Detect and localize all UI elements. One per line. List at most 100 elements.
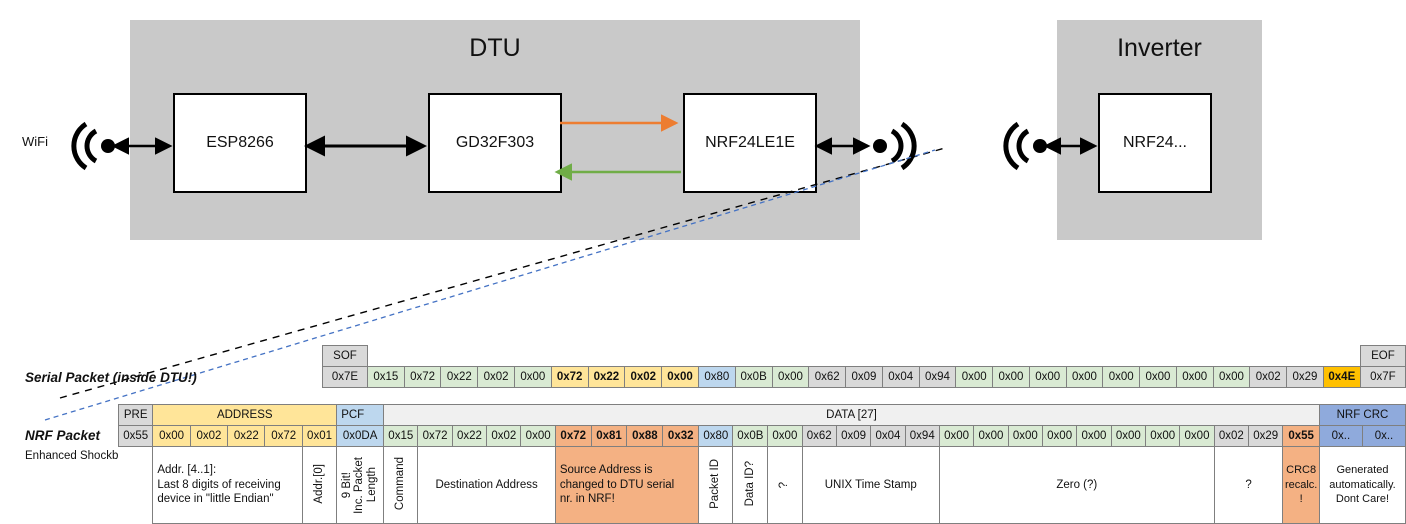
serial-data-byte: 0x00 [992, 366, 1030, 388]
serial-data-byte: 0x00 [771, 366, 810, 388]
nrf-address-byte: 0x01 [301, 425, 338, 447]
desc-unknown-short-label: ? [778, 481, 791, 488]
serial-header-spacer [367, 345, 1361, 367]
desc-address-note-l2: Last 8 digits of receiving [157, 478, 281, 491]
desc-command: Command [383, 446, 419, 524]
nrf-data-header: DATA [27] [383, 404, 1320, 426]
desc-source-note-l1: Source Address is [559, 463, 653, 476]
nrf-packet-header-row: PRE ADDRESS PCF DATA [27] NRF CRC [117, 404, 1406, 426]
nrf-data-byte: 0x00 [1041, 425, 1078, 447]
serial-data-byte: 0x4E [1322, 366, 1361, 388]
nrf-packet-value-row: 0x55 0x00 0x02 0x22 0x72 0x01 0x0DA 0x15… [117, 425, 1406, 447]
chip-nrf24le1e-label: NRF24LE1E [705, 134, 795, 151]
desc-destination-address-label: Destination Address [435, 479, 538, 491]
wifi-label: WiFi [22, 134, 48, 149]
nrf-data-byte: 0x62 [801, 425, 837, 447]
serial-data-byte: 0x00 [955, 366, 994, 388]
nrf-data-byte: 0x15 [383, 425, 419, 447]
nrf-data-byte: 0x02 [1213, 425, 1250, 447]
serial-data-byte: 0x02 [624, 366, 663, 388]
desc-address-note-l3: device in "little Endian" [157, 493, 274, 506]
nrf-data-byte: 0x00 [938, 425, 975, 447]
serial-packet-row-label: Serial Packet (inside DTU!) [25, 370, 197, 385]
nrf-data-byte: 0x02 [486, 425, 522, 447]
desc-address-note: Addr. [4..1]: Last 8 digits of receiving… [152, 446, 303, 524]
desc-crc8: CRC8 recalc. ! [1282, 446, 1320, 524]
chip-nrf24: NRF24... [1098, 93, 1212, 193]
nrf-data-byte: 0x00 [1144, 425, 1181, 447]
wifi-antenna-dot [101, 139, 115, 153]
serial-data-byte: 0x22 [587, 366, 626, 388]
chip-gd32f303: GD32F303 [428, 93, 562, 193]
serial-data-byte: 0x72 [550, 366, 589, 388]
inverter-title: Inverter [1117, 34, 1202, 62]
inverter-enclosure: Inverter [1057, 20, 1262, 240]
serial-data-byte: 0x09 [845, 366, 883, 388]
serial-data-byte: 0x29 [1286, 366, 1324, 388]
nrf-crc-header: NRF CRC [1318, 404, 1406, 426]
nrf-data-byte: 0x94 [904, 425, 940, 447]
desc-crc8-l3: ! [1299, 493, 1303, 506]
serial-data-byte: 0x94 [918, 366, 957, 388]
serial-sof-header: SOF [322, 345, 368, 367]
desc-pcf-l2: Inc. Packet [353, 456, 366, 514]
nrf-data-byte: 0x00 [1179, 425, 1215, 447]
nrf-address-byte: 0x22 [227, 425, 266, 447]
desc-unix-time-stamp: UNIX Time Stamp [801, 446, 940, 524]
nrf-packet-table: PRE ADDRESS PCF DATA [27] NRF CRC 0x55 0… [117, 404, 1406, 524]
desc-nrf-crc-l2: automatically. [1329, 478, 1396, 491]
desc-pcf-l3: Length [365, 467, 378, 503]
serial-data-byte: 0x02 [1249, 366, 1288, 388]
nrf-data-byte: 0x81 [590, 425, 628, 447]
nrf-crc-byte: 0x.. [1318, 425, 1363, 447]
serial-data-byte: 0x80 [697, 366, 736, 388]
serial-data-byte: 0x00 [1065, 366, 1104, 388]
nrf-packet-row-label: NRF Packet [25, 428, 101, 443]
desc-unix-time-stamp-label: UNIX Time Stamp [824, 479, 917, 491]
serial-data-byte: 0x00 [1102, 366, 1141, 388]
desc-pcf-l1: 9 Bit! [340, 471, 353, 499]
desc-nrf-crc: Generated automatically. Dont Care! [1318, 446, 1406, 524]
nrf-address-byte: 0x02 [189, 425, 229, 447]
desc-data-id-label: Data ID? [743, 460, 756, 507]
nrf-data-byte: 0x00 [973, 425, 1009, 447]
nrf-data-byte: 0x0B [732, 425, 769, 447]
desc-pcf: 9 Bit! Inc. Packet Length [336, 446, 385, 524]
dtu-radio-antenna-icon [890, 121, 917, 171]
serial-data-byte: 0x0B [734, 366, 773, 388]
dtu-title: DTU [469, 34, 521, 62]
desc-packet-id-label: Packet ID [709, 458, 722, 509]
desc-zero-label: Zero (?) [1056, 479, 1098, 491]
nrf-description-row: Addr. [4..1]: Last 8 digits of receiving… [118, 446, 1406, 524]
chip-esp8266-label: ESP8266 [206, 134, 274, 151]
desc-nrf-crc-l3: Dont Care! [1335, 493, 1390, 506]
serial-data-byte: 0x04 [881, 366, 920, 388]
desc-source-address-note: Source Address is changed to DTU serial … [554, 446, 700, 524]
nrf-crc-byte: 0x.. [1361, 425, 1406, 447]
serial-data-byte: 0x00 [513, 366, 552, 388]
serial-eof-header: EOF [1359, 345, 1406, 367]
serial-data-byte: 0x02 [477, 366, 515, 388]
chip-esp8266: ESP8266 [173, 93, 307, 193]
nrf-data-byte: 0x00 [767, 425, 803, 447]
serial-sof-value: 0x7E [322, 366, 368, 388]
nrf-data-byte: 0x80 [698, 425, 734, 447]
serial-data-byte: 0x00 [1212, 366, 1251, 388]
serial-data-byte: 0x00 [1175, 366, 1214, 388]
desc-unknown-wide: ? [1213, 446, 1284, 524]
nrf-data-byte: 0x00 [1110, 425, 1146, 447]
desc-addr0-label: Addr.[0] [312, 463, 325, 504]
desc-command-label: Command [394, 456, 407, 511]
nrf-data-byte: 0x04 [870, 425, 906, 447]
desc-source-note-l2: changed to DTU serial [559, 478, 675, 491]
serial-packet-header-row: SOF EOF [322, 345, 1406, 367]
nrf-pcf-value: 0x0DA [336, 425, 385, 447]
desc-address-note-l1: Addr. [4..1]: [157, 463, 217, 476]
nrf-data-byte: 0x55 [1282, 425, 1320, 447]
inverter-antenna-dot [1033, 139, 1047, 153]
dtu-antenna-dot [873, 139, 887, 153]
desc-crc8-l2: recalc. [1284, 478, 1318, 491]
nrf-data-byte: 0x00 [520, 425, 556, 447]
